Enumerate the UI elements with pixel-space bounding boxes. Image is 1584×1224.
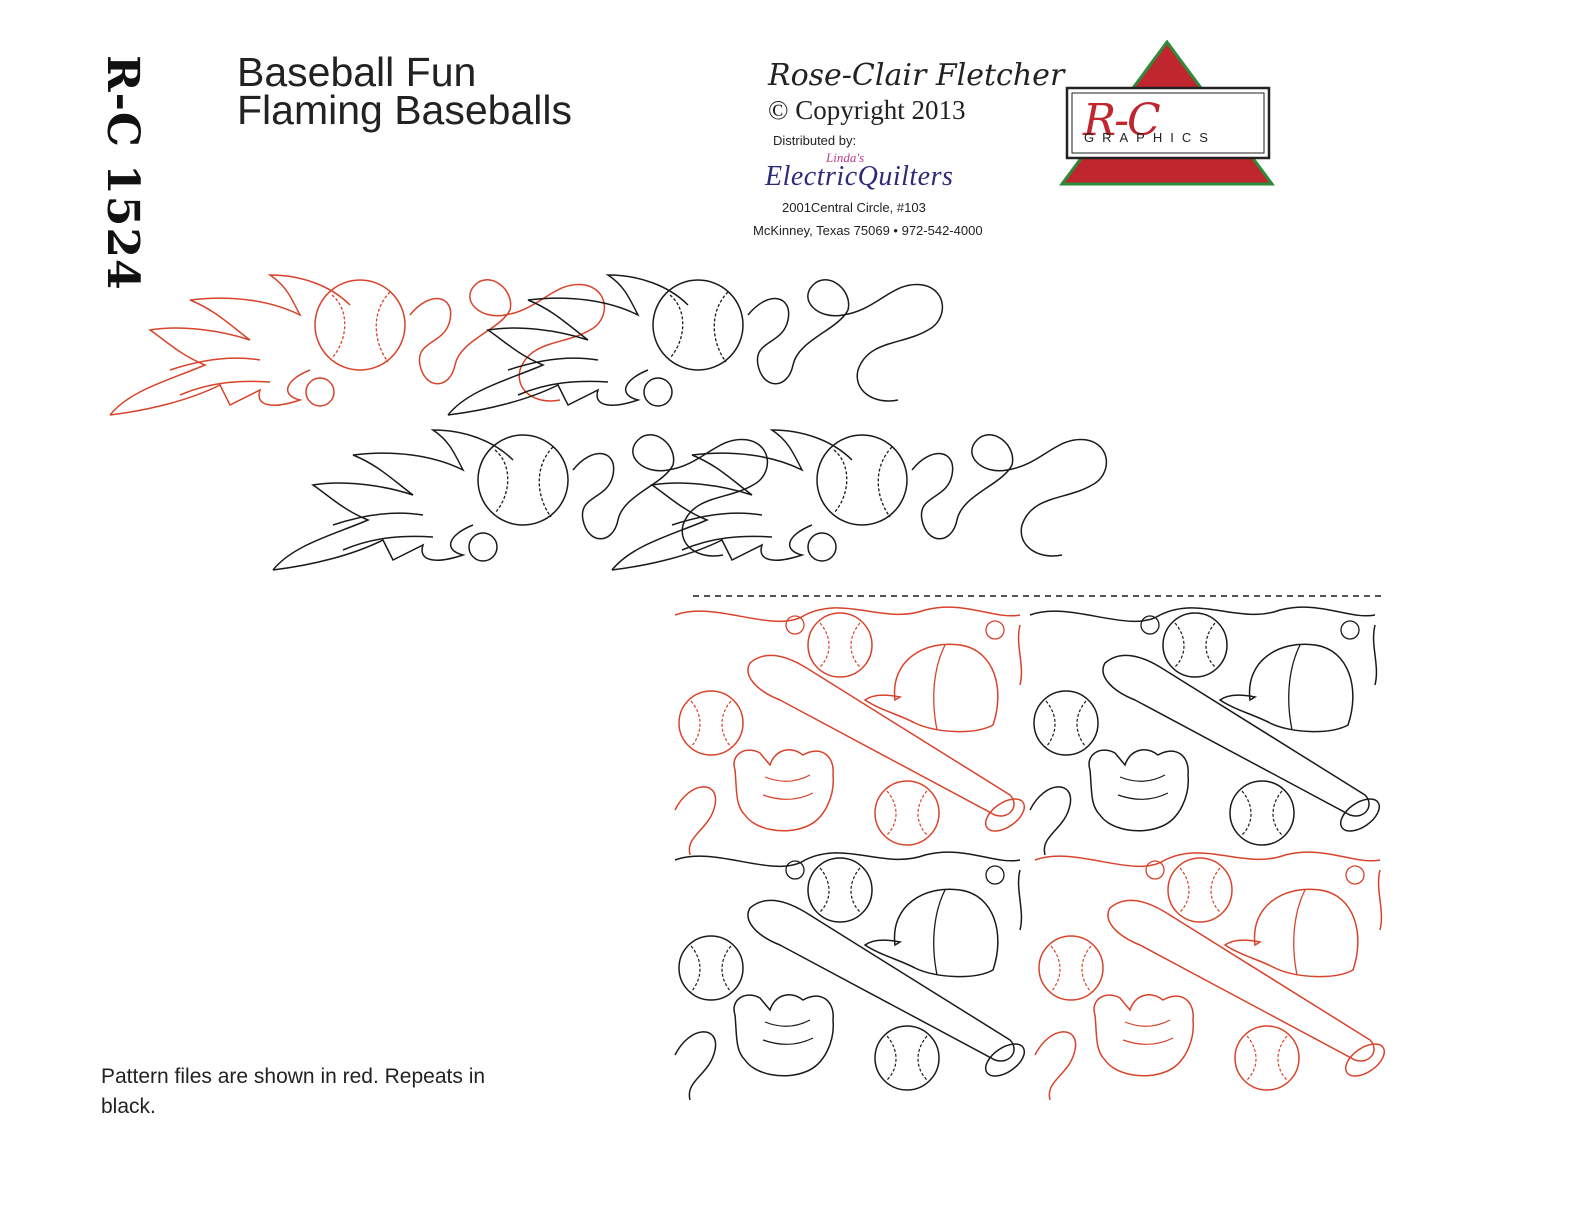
baseball-gear-pattern <box>674 606 1031 856</box>
logo-mark: R-C <box>1083 95 1161 146</box>
baseball-gear-repeat <box>674 851 1031 1101</box>
distributed-by-label: Distributed by: <box>773 133 857 148</box>
logo-subtitle: GRAPHICS <box>1084 130 1216 145</box>
flaming-baseball-repeat <box>611 429 1108 571</box>
rc-graphics-logo <box>1059 40 1275 186</box>
flaming-baseball-pattern <box>109 274 606 416</box>
title-line-2: Flaming Baseballs <box>237 87 572 133</box>
distributor-address-2: McKinney, Texas 75069 • 972-542-4000 <box>753 223 983 238</box>
copyright: © Copyright 2013 <box>768 95 966 125</box>
flaming-baseball-repeat <box>447 274 944 416</box>
designer-name: Rose-Clair Fletcher <box>768 58 1065 93</box>
distributor-name-small: Linda's <box>826 150 865 165</box>
logo-box-inner <box>1071 92 1265 154</box>
baseball-gear-repeat <box>1034 851 1391 1101</box>
title-line-1: Baseball Fun <box>237 49 477 95</box>
logo-box <box>1065 86 1271 160</box>
distributor-name: ElectricQuilters <box>765 161 954 192</box>
distributor-address-1: 2001Central Circle, #103 <box>782 200 926 215</box>
flaming-baseball-repeat <box>272 429 769 571</box>
legend-note: Pattern files are shown in red. Repeats … <box>101 1065 486 1118</box>
baseball-gear-repeat <box>1029 606 1386 856</box>
